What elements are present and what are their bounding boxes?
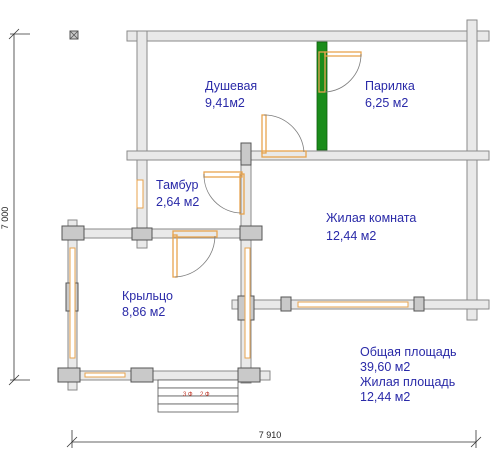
window-living xyxy=(297,301,409,308)
walls xyxy=(57,19,490,391)
total-area-value: 39,60 м2 xyxy=(360,360,410,374)
room-name: Жилая комната xyxy=(326,211,416,225)
dimension-width-label: 7 910 xyxy=(259,430,282,440)
living-area-label: Жилая площадь xyxy=(360,375,455,389)
wall-middle xyxy=(126,150,490,161)
room-area: 2,64 м2 xyxy=(156,195,199,209)
doors xyxy=(172,51,362,278)
door-sauna xyxy=(318,51,362,93)
door-shower xyxy=(261,114,307,158)
post-j xyxy=(280,296,292,312)
wall-top xyxy=(126,30,490,42)
stairs: 3 Ф 2 Ф xyxy=(157,379,239,413)
room-shower: Душевая 9,41м2 xyxy=(205,79,257,110)
wall-porch-top xyxy=(61,228,263,239)
room-tambour: Тамбур 2,64 м2 xyxy=(156,178,199,209)
stair-label-a: 3 Ф xyxy=(183,392,193,398)
area-summary: Общая площадь 39,60 м2 Жилая площадь 12,… xyxy=(360,345,457,404)
room-name: Душевая xyxy=(205,79,257,93)
dimension-horizontal: 7 910 xyxy=(66,430,482,448)
window-porch-bottom xyxy=(84,372,126,378)
total-area-label: Общая площадь xyxy=(360,345,457,359)
room-area: 6,25 м2 xyxy=(365,96,408,110)
room-porch: Крыльцо 8,86 м2 xyxy=(122,289,173,319)
room-name: Крыльцо xyxy=(122,289,173,303)
room-sauna: Парилка 6,25 м2 xyxy=(365,79,415,110)
window-porch-right xyxy=(244,247,251,359)
room-area: 9,41м2 xyxy=(205,96,245,110)
window-tambour xyxy=(136,179,144,209)
wall-right xyxy=(466,19,478,321)
post-c xyxy=(131,227,153,241)
window-porch-left xyxy=(69,247,76,359)
dimension-height-label: 7 000 xyxy=(0,207,10,230)
living-area-value: 12,44 м2 xyxy=(360,390,410,404)
post-b xyxy=(61,225,85,241)
room-area: 8,86 м2 xyxy=(122,305,165,319)
room-area: 12,44 м2 xyxy=(326,229,376,243)
room-living: Жилая комната 12,44 м2 xyxy=(326,211,416,243)
post-a xyxy=(240,142,252,166)
post-d xyxy=(239,225,263,241)
windows xyxy=(69,179,409,378)
post-h xyxy=(130,367,154,383)
stair-label-b: 2 Ф xyxy=(200,392,210,398)
room-name: Тамбур xyxy=(156,178,198,192)
room-name: Парилка xyxy=(365,79,415,93)
post-k xyxy=(413,296,425,312)
sauna-divider-wall xyxy=(316,41,328,151)
post-g xyxy=(57,367,81,383)
post-i xyxy=(237,367,261,383)
dimension-vertical: 7 000 xyxy=(0,28,30,386)
door-entrance xyxy=(172,230,218,278)
door-tambour xyxy=(203,171,245,215)
wall-upper-left xyxy=(136,30,148,152)
